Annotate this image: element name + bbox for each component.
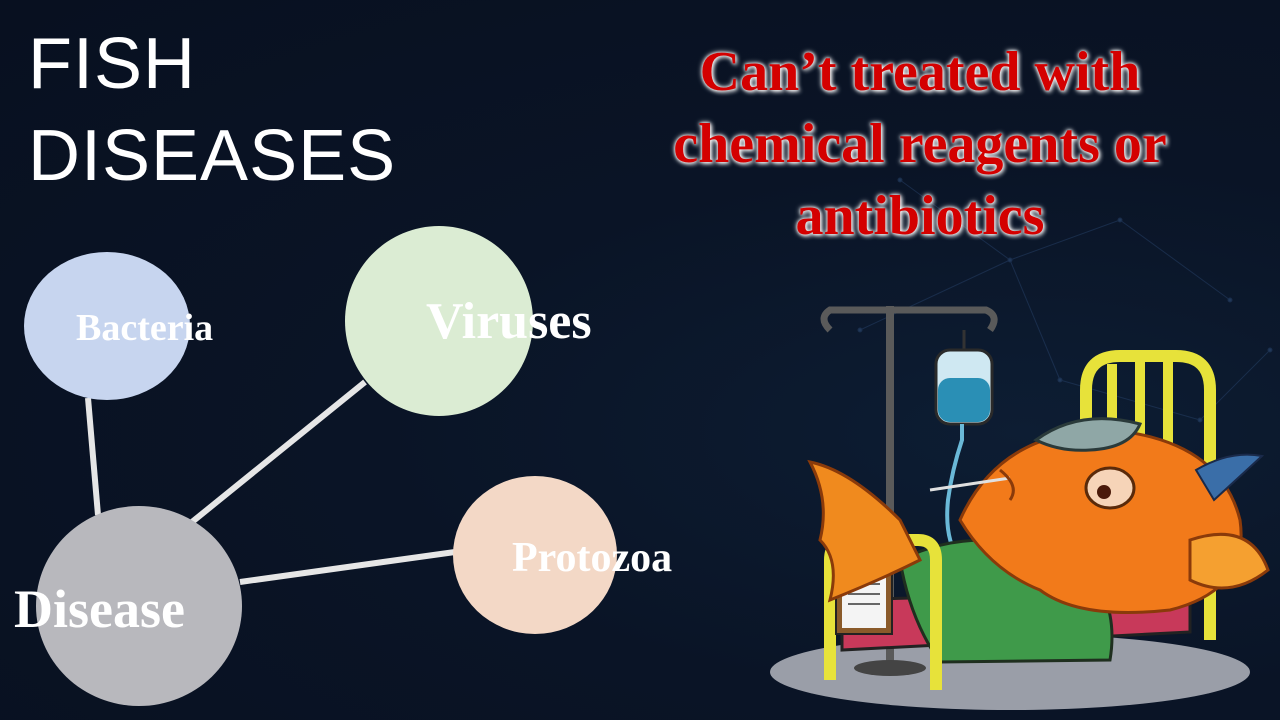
callout-line-2: chemical reagents or xyxy=(673,113,1167,175)
viruses-node xyxy=(345,226,533,416)
protozoa-node xyxy=(453,476,617,634)
disease-node xyxy=(36,506,242,706)
fish-tail xyxy=(807,459,923,603)
disease-label: Disease xyxy=(14,579,185,639)
connector-protozoa-disease xyxy=(239,549,456,585)
slide-title: FISH DISEASES xyxy=(28,18,498,202)
thermometer-icon xyxy=(929,476,1011,492)
connector-bacteria-disease xyxy=(85,397,101,516)
protozoa-label: Protozoa xyxy=(512,535,673,581)
callout-line-1: Can’t treated with xyxy=(699,41,1141,103)
fish-eye xyxy=(1084,466,1136,510)
title-line-1: FISH xyxy=(28,24,197,104)
ice-pack-icon xyxy=(1033,417,1143,452)
fish-fin xyxy=(1188,532,1270,590)
title-line-2: DISEASES xyxy=(28,116,397,196)
fish-back-fin xyxy=(1194,453,1265,502)
bacteria-node xyxy=(24,252,190,400)
viruses-label: Viruses xyxy=(426,293,592,350)
callout-line-3: antibiotics xyxy=(795,185,1045,247)
callout-text: Can’t treated with chemical reagents or … xyxy=(560,36,1280,252)
fish-mouth xyxy=(999,468,1015,501)
iv-stand-icon xyxy=(820,306,998,676)
connector-viruses-disease xyxy=(190,379,367,525)
bacteria-label: Bacteria xyxy=(76,307,214,349)
